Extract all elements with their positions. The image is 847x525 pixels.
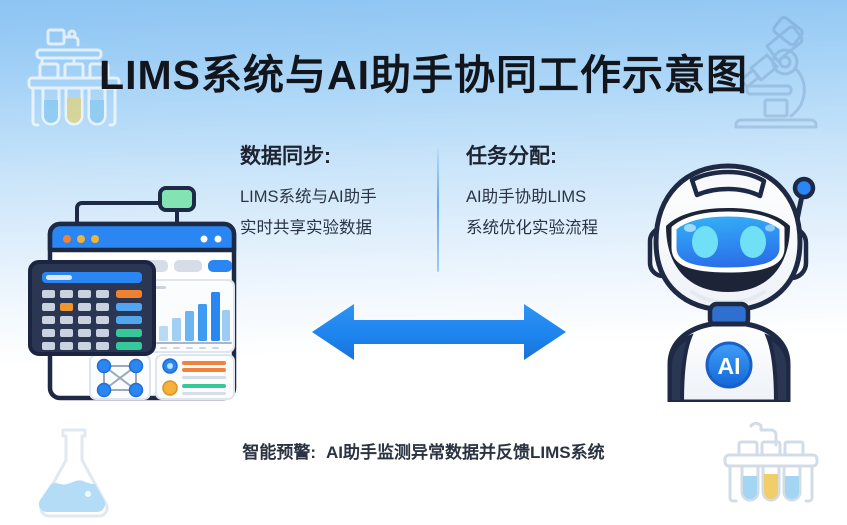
page-title: LIMS系统与AI助手协同工作示意图 <box>99 52 748 98</box>
microscope-icon <box>707 16 831 132</box>
column-line: 实时共享实验数据 <box>240 219 372 237</box>
lims-dashboard-icon <box>22 166 254 404</box>
caption-label: 智能预警: <box>242 443 317 462</box>
column-heading: 数据同步: <box>240 145 331 168</box>
column-task-allocation: 任务分配: AI助手协助LIMS 系统优化实验流程 <box>466 142 666 244</box>
caption-text: AI助手监测异常数据并反馈LIMS系统 <box>326 443 605 462</box>
column-divider <box>437 148 439 272</box>
column-line: AI助手协助LIMS <box>466 188 587 206</box>
bottom-caption: 智能预警: AI助手监测异常数据并反馈LIMS系统 <box>0 438 847 463</box>
test-tube-rack-icon <box>717 420 821 524</box>
column-data-sync: 数据同步: LIMS系统与AI助手 实时共享实验数据 <box>240 142 435 244</box>
test-tube-rack-icon <box>22 22 126 134</box>
ai-robot-icon: AI <box>630 152 830 405</box>
column-heading: 任务分配: <box>466 145 557 168</box>
robot-chest-badge-label: AI <box>718 353 741 379</box>
column-line: LIMS系统与AI助手 <box>240 188 377 206</box>
double-arrow-icon <box>310 296 568 368</box>
erlenmeyer-flask-icon <box>28 424 124 522</box>
column-line: 系统优化实验流程 <box>466 219 598 237</box>
